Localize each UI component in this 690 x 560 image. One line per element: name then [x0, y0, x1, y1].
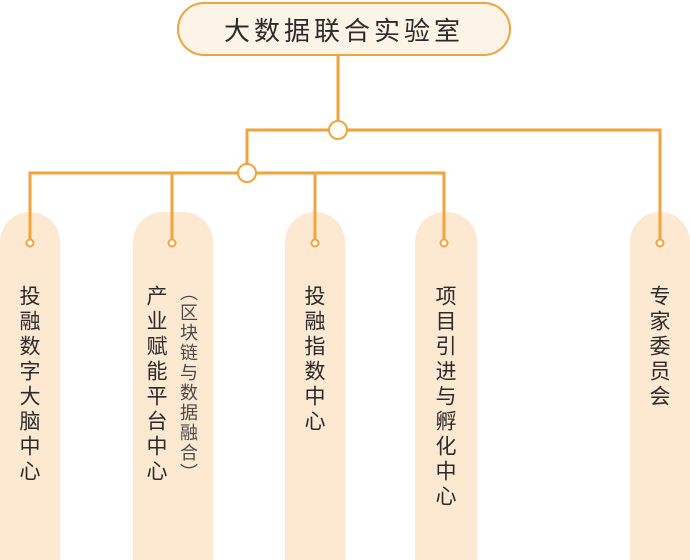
endpoint-dot-1 [25, 238, 35, 248]
endpoint-dot-4 [439, 238, 449, 248]
endpoint-dot-2 [167, 238, 177, 248]
unit-label-industry-platform: 产业赋能平台中心 [144, 285, 168, 485]
unit-label-index-center: 投融指数中心 [302, 285, 326, 435]
unit-column-incubation [415, 212, 477, 560]
lower-branch [28, 171, 446, 243]
junction-upper [328, 120, 348, 140]
root-label: 大数据联合实验室 [223, 16, 464, 47]
junction-lower [237, 163, 257, 183]
unit-column-expert-committee [630, 212, 690, 560]
unit-column-bigdata-brain [0, 212, 60, 560]
unit-note-industry-platform: （区块链与数据融合） [177, 283, 198, 483]
root-node: 大数据联合实验室 [177, 2, 511, 56]
unit-column-industry-platform [133, 212, 213, 560]
endpoint-dot-3 [310, 238, 320, 248]
unit-label-bigdata-brain: 投融数字大脑中心 [17, 285, 41, 485]
unit-column-index-center [285, 212, 345, 560]
unit-label-incubation: 项目引进与孵化中心 [433, 285, 457, 510]
endpoint-dot-5 [655, 238, 665, 248]
upper-branch [245, 128, 662, 243]
unit-label-expert-committee: 专家委员会 [647, 285, 671, 410]
